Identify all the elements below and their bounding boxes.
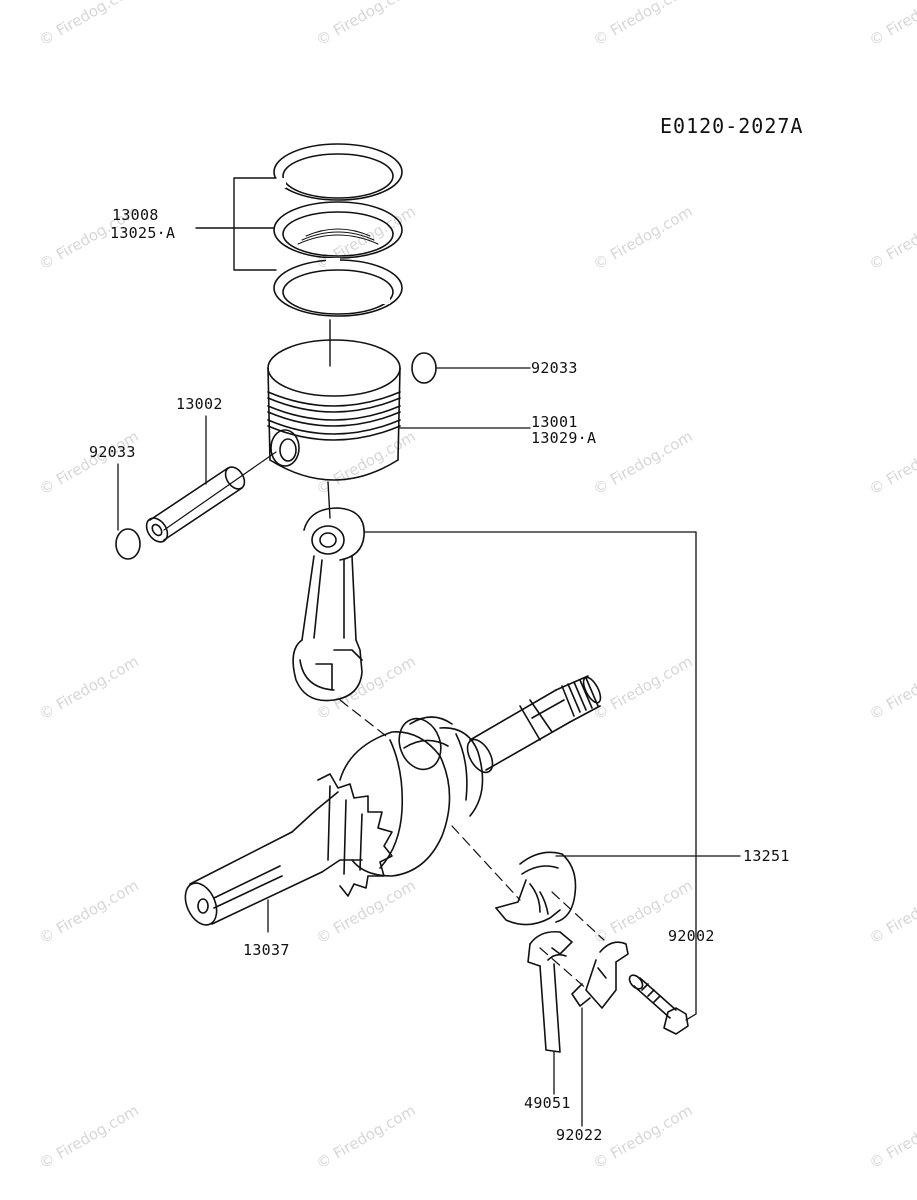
- piston-pin: [145, 415, 277, 543]
- label-crankshaft: 13037: [243, 941, 290, 959]
- label-piston-ring-2: 13025·A: [110, 224, 176, 242]
- connecting-rod-cap: [495, 851, 741, 926]
- diagram-code: E0120-2027A: [660, 114, 804, 138]
- piston-ring-middle: [273, 201, 403, 259]
- piston-ring-top: [272, 143, 403, 201]
- piston-ring-bottom: [273, 258, 403, 317]
- label-piston-2: 13029·A: [531, 429, 597, 447]
- label-piston-ring-1: 13008: [112, 206, 159, 224]
- label-bolt: 92002: [668, 927, 715, 945]
- bolt: [628, 974, 689, 1035]
- label-piston-pin: 13002: [176, 395, 223, 413]
- label-connecting-rod-cap: 13251: [743, 847, 790, 865]
- lock-washer: [571, 941, 629, 1127]
- crankshaft: [184, 675, 602, 933]
- label-circlip-right: 92033: [531, 359, 578, 377]
- oil-dipper: [527, 930, 573, 1095]
- ring-bracket: [195, 177, 277, 271]
- connecting-rod: [292, 507, 365, 702]
- label-lock-washer: 92022: [556, 1126, 603, 1144]
- label-oil-dipper: 49051: [524, 1094, 571, 1112]
- label-piston-1: 13001: [531, 413, 578, 431]
- circlip-right: [411, 352, 531, 384]
- piston: [267, 339, 401, 481]
- circlip-left: [115, 463, 141, 560]
- label-circlip-left: 92033: [89, 443, 136, 461]
